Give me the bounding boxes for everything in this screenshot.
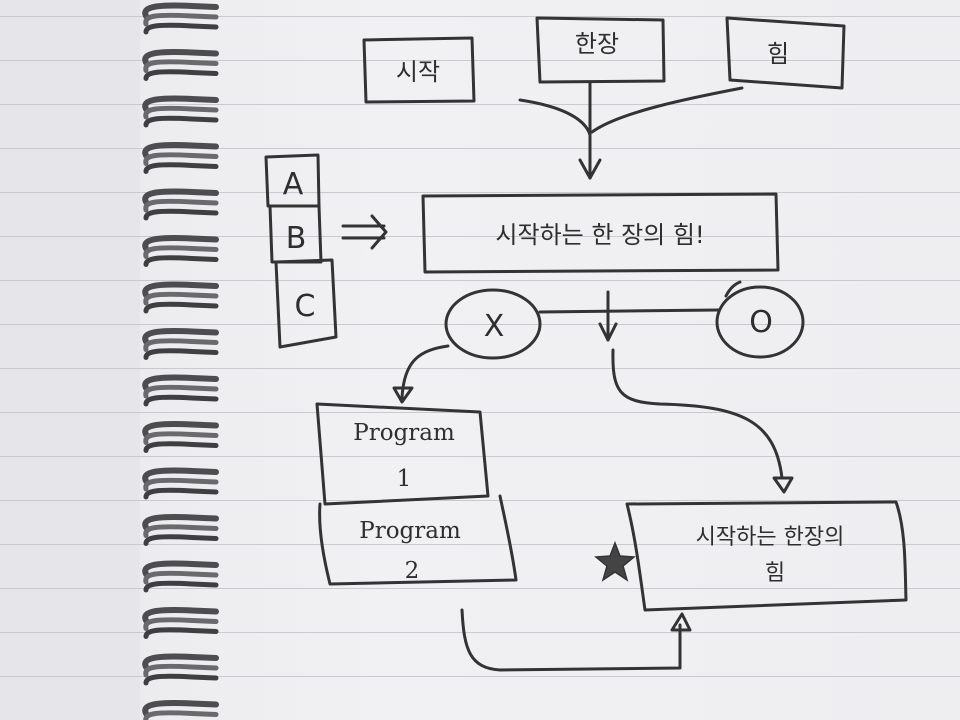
spiral-ring: [142, 514, 219, 546]
spiral-ring: [142, 188, 219, 221]
ruled-line: [0, 280, 960, 281]
main-box: 시작하는 한 장의 힘!: [421, 192, 780, 274]
double-arrow-icon: [341, 214, 388, 250]
program2-title: Program: [359, 518, 461, 544]
spiral-ring: [142, 281, 219, 314]
option-a: A: [283, 167, 304, 202]
ruled-line: [0, 456, 960, 457]
merge-arrows: [518, 80, 744, 180]
page-left-margin: [0, 0, 140, 720]
ruled-line: [0, 544, 960, 545]
no-arrow: [392, 344, 450, 404]
ruled-line: [0, 148, 960, 149]
yes-arrow: [611, 348, 794, 494]
ruled-line: [0, 60, 960, 61]
result-box: 시작하는 한장의 힘: [625, 500, 908, 612]
one-chapter-box: 한장: [535, 16, 666, 84]
program1-number: 1: [397, 466, 412, 492]
ruled-line: [0, 324, 960, 325]
start-label: 시작: [396, 58, 440, 86]
ruled-line: [0, 16, 960, 17]
spiral-ring: [142, 560, 219, 593]
ruled-line: [0, 236, 960, 237]
spiral-ring: [142, 235, 219, 267]
spiral-ring: [142, 374, 219, 407]
option-stack: A B C: [264, 153, 338, 349]
ruled-line: [0, 588, 960, 589]
spiral-ring: [142, 142, 219, 174]
ruled-line: [0, 500, 960, 501]
ruled-line: [0, 632, 960, 633]
spiral-ring: [142, 328, 219, 360]
program2-number: 2: [405, 558, 420, 584]
spiral-ring: [142, 49, 219, 81]
ruled-line: [0, 192, 960, 193]
power-label: 힘: [767, 40, 789, 68]
spiral-ring: [142, 607, 219, 639]
ruled-line: [0, 368, 960, 369]
option-b: B: [286, 221, 307, 256]
spiral-ring: [142, 95, 219, 128]
spiral-ring: [142, 653, 219, 686]
main-box-label: 시작하는 한 장의 힘!: [495, 221, 704, 249]
yes-label: O: [749, 305, 773, 340]
spiral-binding: [142, 2, 219, 720]
spiral-ring: [142, 421, 219, 453]
program1-title: Program: [353, 420, 455, 446]
start-box: 시작: [362, 36, 476, 104]
power-box: 힘: [725, 16, 846, 90]
spiral-ring: [142, 467, 219, 500]
ruled-line: [0, 676, 960, 677]
no-label: X: [484, 309, 505, 344]
ruled-line: [0, 104, 960, 105]
program-to-result-arrow: [460, 608, 692, 672]
result-line1: 시작하는 한장의: [696, 525, 845, 550]
spiral-ring: [142, 700, 219, 720]
spiral-ring: [142, 2, 219, 35]
one-chapter-label: 한장: [575, 30, 619, 58]
program2-box: Program 2: [318, 494, 518, 586]
star-icon: [594, 540, 636, 582]
result-line2: 힘: [765, 561, 785, 586]
option-c: C: [295, 289, 316, 324]
decision-branches: X O: [444, 280, 805, 360]
program1-box: Program 1: [315, 402, 490, 506]
